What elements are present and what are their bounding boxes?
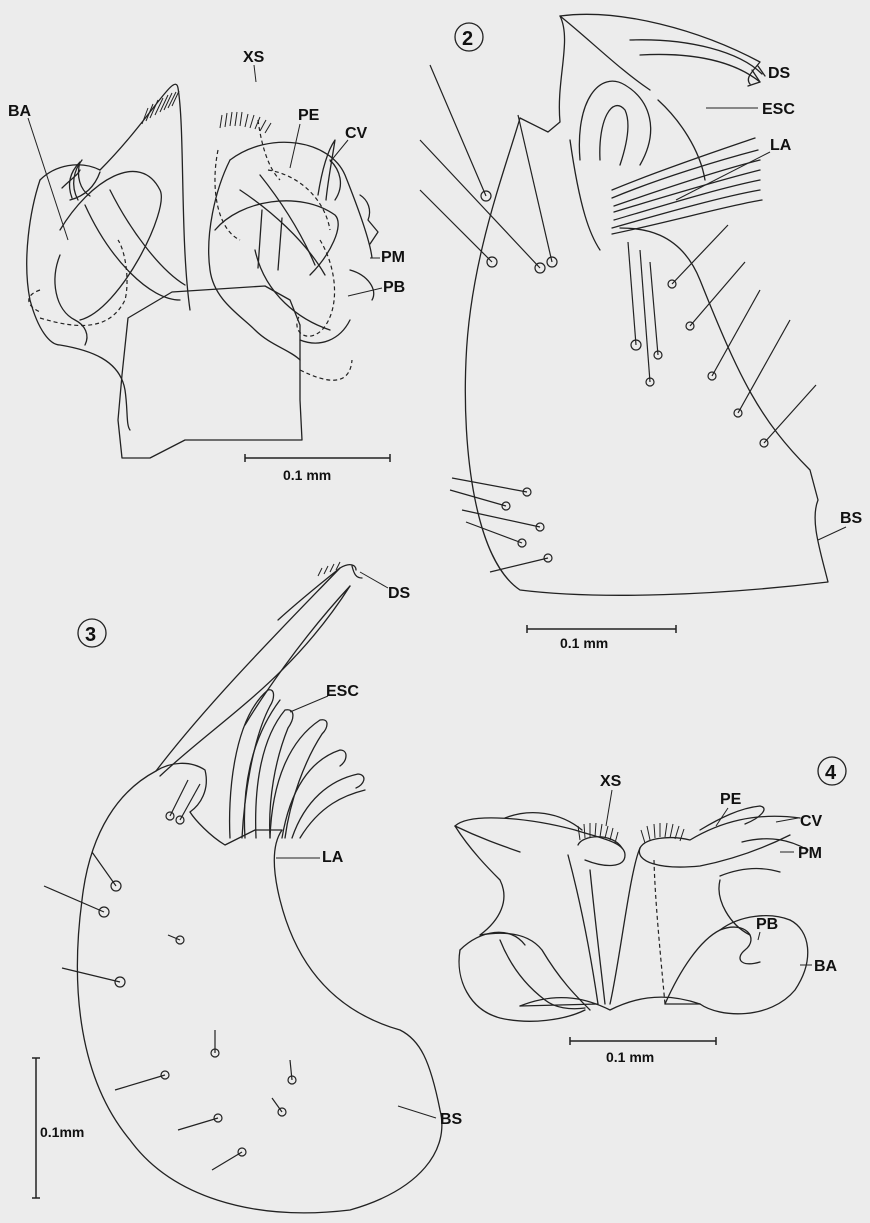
fig1-label-xs: XS bbox=[243, 49, 265, 66]
fig4-scale-label: 0.1 mm bbox=[606, 1049, 654, 1065]
fig2-body-outline bbox=[465, 118, 828, 595]
fig1-scale-label: 0.1 mm bbox=[283, 467, 331, 483]
fig4-right-half bbox=[610, 806, 808, 1014]
fig2-number: 2 bbox=[462, 28, 473, 50]
figure-1: BA XS PE CV PM PB 0.1 mm bbox=[8, 49, 405, 483]
fig4-label-xs: XS bbox=[600, 773, 622, 790]
fig2-setae bbox=[420, 65, 816, 572]
fig1-left-hook bbox=[70, 162, 90, 198]
fig4-label-cv: CV bbox=[800, 813, 823, 830]
fig3-number: 3 bbox=[85, 624, 96, 646]
fig2-label-bs: BS bbox=[840, 510, 863, 527]
fig3-label-esc: ESC bbox=[326, 683, 359, 700]
fig1-label-ba: BA bbox=[8, 103, 32, 120]
fig2-scale-label: 0.1 mm bbox=[560, 635, 608, 651]
fig2-label-la: LA bbox=[770, 137, 792, 154]
fig3-label-la: LA bbox=[322, 849, 344, 866]
figure-2: 2 bbox=[420, 14, 863, 651]
fig1-label-cv: CV bbox=[345, 125, 368, 142]
fig2-esc-structure bbox=[579, 81, 650, 165]
fig1-label-pm: PM bbox=[381, 249, 405, 266]
fig3-body-outline bbox=[77, 771, 441, 1213]
fig4-label-ba: BA bbox=[814, 958, 838, 975]
figure-3: 3 bbox=[32, 562, 463, 1213]
fig1-left-fringe bbox=[142, 91, 179, 124]
fig3-setae bbox=[44, 780, 296, 1170]
fig1-label-pb: PB bbox=[383, 279, 405, 296]
fig4-label-pm: PM bbox=[798, 845, 822, 862]
fig4-left-half bbox=[455, 813, 625, 1022]
fig1-base-plate bbox=[118, 286, 302, 458]
fig4-label-pb: PB bbox=[756, 916, 778, 933]
fig3-esc-fingers bbox=[230, 690, 365, 838]
figure-4: 4 bbox=[455, 757, 846, 1065]
fig2-lamellae bbox=[612, 138, 762, 234]
fig2-label-esc: ESC bbox=[762, 101, 795, 118]
fig4-label-pe: PE bbox=[720, 791, 742, 808]
fig2-label-ds: DS bbox=[768, 65, 791, 82]
fig3-scale-label: 0.1mm bbox=[40, 1124, 84, 1140]
fig4-number: 4 bbox=[825, 762, 837, 784]
fig1-right-fringe bbox=[220, 112, 271, 133]
fig1-left-appendage bbox=[27, 84, 190, 430]
fig3-label-bs: BS bbox=[440, 1111, 463, 1128]
fig1-label-pe: PE bbox=[298, 107, 320, 124]
fig3-label-ds: DS bbox=[388, 585, 411, 602]
